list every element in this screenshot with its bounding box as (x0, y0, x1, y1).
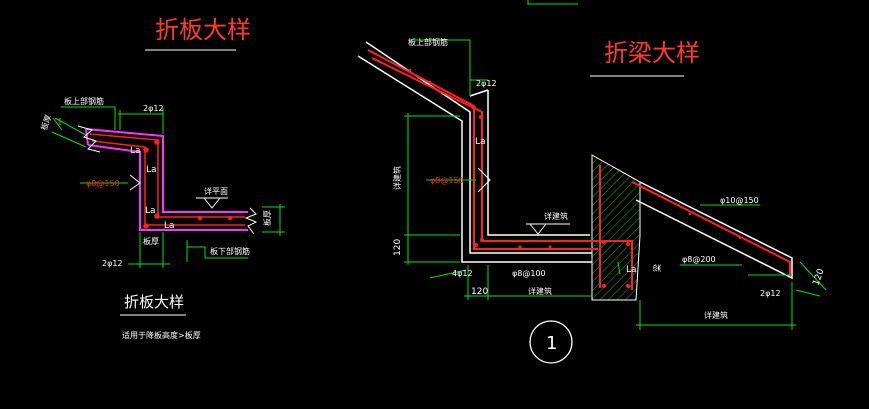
right-label-dim-120-r: 120 (811, 267, 826, 287)
left-label-level: 详平面 (204, 186, 228, 196)
beam-outline (357, 41, 793, 280)
right-label-bar-bottom: 4φ12 (452, 269, 473, 278)
top-stub (527, 0, 578, 5)
right-label-height: 详建筑 (392, 166, 402, 190)
left-note: 适用于降板高度>板厚 (122, 330, 201, 340)
left-label-thickness-left: 板厚 (38, 113, 53, 131)
right-break-mark (244, 207, 258, 235)
section-mark: 1 (546, 333, 557, 354)
right-label-beam-mark: 详建筑 (544, 211, 568, 221)
left-label-stirrup: φ8@150 (86, 179, 120, 188)
right-label-beam-len: 详建筑 (528, 286, 552, 296)
right-label-stirrup: φ8@150 (430, 176, 464, 185)
right-label-span: 详建筑 (704, 310, 728, 320)
left-label-la3: La (145, 206, 156, 216)
left-rebar (89, 133, 245, 229)
right-label-dim-120-v: 120 (393, 239, 403, 256)
right-label-la1: La (475, 137, 486, 147)
right-level-marker (526, 223, 570, 235)
left-stirrup-v (129, 174, 141, 191)
left-label-top-rebar: 板上部钢筋 (64, 96, 104, 106)
left-label-bottom-rebar: 板下部钢筋 (210, 246, 250, 256)
right-label-wall: 梁 (653, 264, 662, 272)
left-break-mark (77, 125, 101, 153)
left-leaders (51, 106, 285, 268)
right-detail: 折梁大样 (357, 37, 827, 364)
right-label-dim-120-h: 120 (471, 287, 488, 297)
left-title: 折板大样 (155, 16, 251, 44)
right-label-slab-rebar: φ10@150 (720, 196, 759, 205)
left-slab-outline (85, 128, 248, 231)
beam-stirrup-v (477, 167, 491, 193)
left-detail: 折板大样 (38, 16, 285, 340)
left-level-marker (196, 197, 228, 209)
right-label-slab-stirrup: φ8@200 (682, 255, 716, 264)
right-dimensions (404, 39, 827, 330)
right-label-top-rebar: 板上部钢筋 (408, 37, 448, 47)
left-subtitle: 折板大样 (124, 293, 184, 311)
beam-rebar-dots (408, 68, 742, 288)
left-label-bar-bottom: 2φ12 (102, 259, 123, 268)
right-label-stirrup-beam: φ8@100 (512, 269, 546, 278)
left-label-la2: La (146, 165, 157, 175)
beam-rebar (367, 49, 791, 290)
right-label-la2: La (626, 265, 637, 275)
section-circle (529, 320, 573, 364)
left-label-thickness-bottom: 板厚 (143, 236, 159, 246)
right-title: 折梁大样 (604, 39, 700, 67)
left-label-thickness-right: 板厚 (262, 210, 272, 226)
left-label-bar-top: 2φ12 (143, 104, 164, 113)
left-label-la1: La (130, 146, 141, 156)
right-label-bar-right: 2φ12 (760, 289, 781, 298)
wall-hatch (591, 154, 641, 301)
left-label-la4: La (164, 221, 175, 231)
right-label-bar-top: 2φ12 (476, 79, 497, 88)
